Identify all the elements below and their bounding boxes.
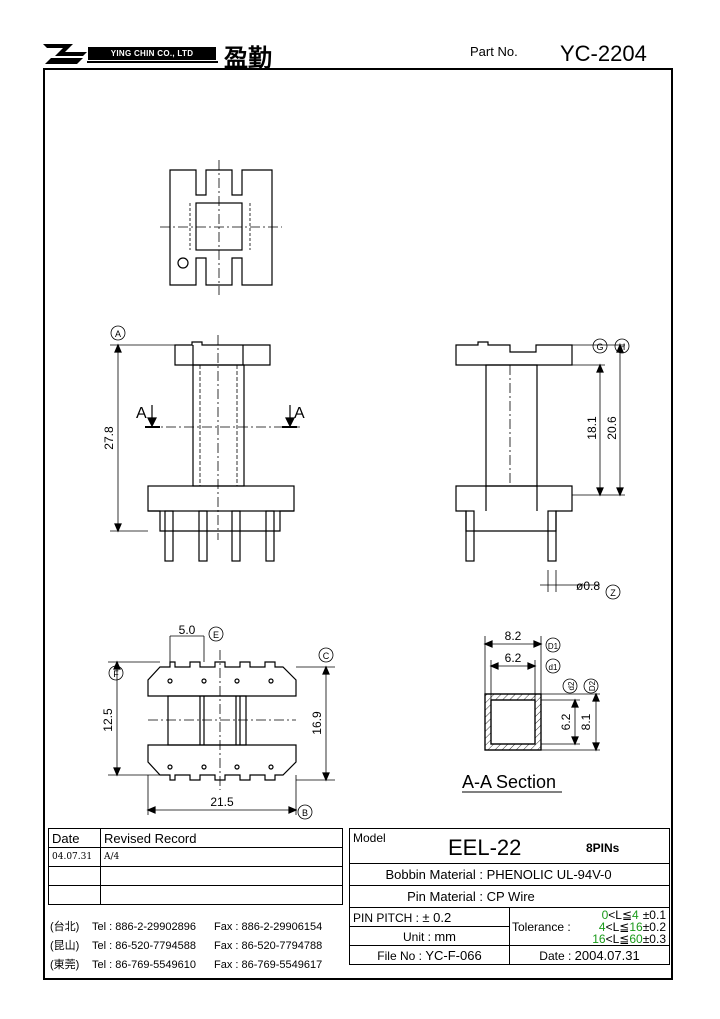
- bobbin-material-cell: Bobbin Material : PHENOLIC UL-94V-0: [349, 863, 670, 886]
- label-circle-d1-lower: d1: [549, 663, 558, 672]
- unit-cell: Unit : mm: [349, 926, 510, 946]
- section-title: A-A Section: [462, 772, 556, 792]
- table-row: Bobbin Material : PHENOLIC UL-94V-0: [349, 863, 670, 886]
- dim-6-2-top: 6.2: [505, 651, 522, 665]
- pin-material-value: CP Wire: [486, 889, 535, 904]
- table-row: Date Revised Record: [48, 828, 343, 848]
- table-row: [48, 866, 343, 886]
- dim-12-5: 12.5: [101, 708, 115, 732]
- revision-record: A/4: [100, 847, 343, 867]
- company-name-cn: 盈勤: [224, 43, 272, 72]
- section-view: [462, 636, 600, 793]
- contact-region: (昆山): [50, 940, 80, 952]
- dim-20-6: 20.6: [605, 416, 619, 440]
- bobbin-value: PHENOLIC UL-94V-0: [486, 867, 612, 882]
- dim-5-0: 5.0: [179, 623, 196, 637]
- contact-tel: Tel : 886-2-29902896: [92, 921, 196, 933]
- top-view: [160, 160, 282, 295]
- file-no-value: YC-F-066: [425, 947, 482, 963]
- dim-8-1: 8.1: [579, 713, 593, 730]
- table-row: File No : YC-F-066 Date : 2004.07.31: [349, 945, 670, 965]
- pin-material-label: Pin Material :: [407, 889, 483, 904]
- record-header: Revised Record: [100, 828, 343, 848]
- file-no-cell: File No : YC-F-066: [349, 945, 510, 965]
- tolerance-row: 4<L≦16±0.2: [598, 919, 666, 934]
- model-value: EEL-22: [448, 835, 522, 860]
- table-row: 04.07.31 A/4: [48, 847, 343, 867]
- date-value: 2004.07.31: [574, 947, 640, 963]
- label-section-a-right: A: [294, 405, 305, 422]
- revision-date: [48, 866, 101, 886]
- label-circle-e: E: [213, 630, 219, 640]
- company-name: YING CHIN CO., LTD: [88, 47, 216, 60]
- tolerance-cell: Tolerance : 0<L≦4±0.1 4<L≦16±0.2 16<L≦60…: [509, 907, 670, 946]
- model-label: Model: [353, 831, 386, 845]
- revision-table: Date Revised Record 04.07.31 A/4: [48, 828, 343, 905]
- table-row: [48, 885, 343, 905]
- file-no-label: File No :: [377, 948, 422, 963]
- revision-date: [48, 885, 101, 905]
- contact-row: (台北) Tel : 886-2-29902896 Fax : 886-2-2990…: [50, 918, 322, 934]
- dim-8-2: 8.2: [505, 629, 522, 643]
- contact-fax: Fax : 86-769-5549617: [214, 959, 323, 971]
- label-circle-h: H: [619, 342, 626, 352]
- part-no-value: YC-2204: [560, 41, 647, 66]
- date-cell: Date : 2004.07.31: [509, 945, 670, 965]
- label-circle-c: C: [323, 651, 330, 661]
- label-circle-d1-upper: D1: [548, 642, 559, 651]
- date-header: Date: [48, 828, 101, 848]
- bobbin-label: Bobbin Material :: [385, 867, 483, 882]
- pin-pitch-cell: PIN PITCH : ± 0.2: [349, 907, 510, 927]
- company-logo: [43, 44, 218, 64]
- contact-fax: Fax : 86-520-7794788: [214, 940, 323, 952]
- label-circle-d2-upper: D2: [588, 680, 597, 691]
- contact-region: (台北): [50, 921, 80, 933]
- contact-row: (東莞) Tel : 86-769-5549610 Fax : 86-769-554…: [50, 956, 322, 972]
- front-view: [110, 325, 300, 562]
- revision-date: 04.07.31: [48, 847, 101, 867]
- table-row: Pin Material : CP Wire: [349, 885, 670, 908]
- contact-row: (昆山) Tel : 86-520-7794588 Fax : 86-520-779…: [50, 937, 322, 953]
- pin-pitch-label: PIN PITCH :: [353, 910, 420, 925]
- spec-table: Model EEL-22 8PINs Bobbin Material : PHE…: [349, 828, 670, 965]
- label-circle-g: G: [596, 342, 603, 352]
- dim-16-9: 16.9: [310, 711, 324, 735]
- drawing-frame: [43, 68, 673, 980]
- table-row: Model EEL-22 8PINs: [349, 828, 670, 864]
- tolerance-label: Tolerance :: [512, 919, 571, 934]
- table-row: PIN PITCH : ± 0.2 Tolerance : 0<L≦4±0.1 …: [349, 907, 670, 946]
- part-no-label: Part No.: [470, 44, 518, 59]
- label-circle-d2-lower: d2: [567, 681, 576, 690]
- dim-6-2-side: 6.2: [559, 713, 573, 730]
- pin-count: 8PINs: [586, 841, 620, 855]
- pin-pitch-value: ± 0.2: [422, 909, 452, 925]
- dim-27-8: 27.8: [102, 426, 116, 450]
- side-view: [455, 338, 630, 600]
- label-circle-a: A: [115, 329, 121, 339]
- unit-label: Unit :: [402, 929, 431, 944]
- label-section-a-left: A: [136, 405, 147, 422]
- contact-region: (東莞): [50, 959, 80, 971]
- pin-diameter: ø0.8: [576, 579, 600, 593]
- pin-material-cell: Pin Material : CP Wire: [349, 885, 670, 908]
- contact-tel: Tel : 86-520-7794588: [92, 940, 196, 952]
- label-circle-f: F: [113, 669, 119, 679]
- dim-21-5: 21.5: [210, 795, 234, 809]
- dim-18-1: 18.1: [585, 416, 599, 440]
- model-cell: Model EEL-22 8PINs: [349, 828, 670, 864]
- label-circle-z: Z: [610, 588, 616, 598]
- unit-value: mm: [434, 928, 457, 944]
- contact-fax: Fax : 886-2-29906154: [214, 921, 323, 933]
- revision-record: [100, 866, 343, 886]
- bottom-view: [108, 626, 335, 820]
- contact-tel: Tel : 86-769-5549610: [92, 959, 196, 971]
- label-circle-b: B: [302, 808, 308, 818]
- tolerance-row: 16<L≦60±0.3: [592, 931, 666, 946]
- revision-record: [100, 885, 343, 905]
- tolerance-row: 0<L≦4±0.1: [601, 907, 666, 922]
- date-label: Date :: [539, 948, 572, 963]
